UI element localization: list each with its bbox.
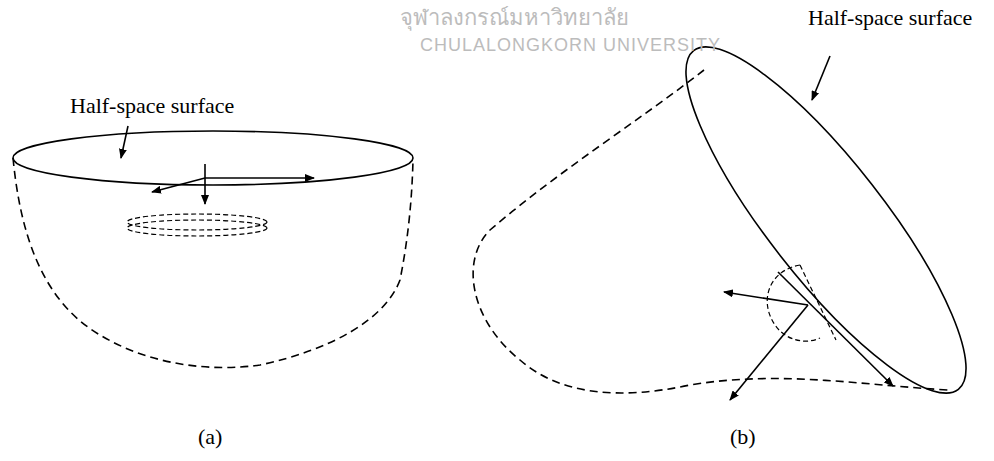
- subfigure-label: (b): [730, 425, 756, 449]
- watermark: CHULALONGKORN UNIVERSITY: [420, 36, 721, 56]
- surface-label: Half-space surface: [808, 6, 972, 30]
- half-space-b: [473, 15, 994, 425]
- subfigure-label: (a): [198, 425, 222, 449]
- half-space-a: [13, 126, 413, 367]
- watermark: จุฬาลงกรณ์มหาวิทยาลัย: [400, 6, 629, 30]
- surface-label: Half-space surface: [70, 94, 234, 118]
